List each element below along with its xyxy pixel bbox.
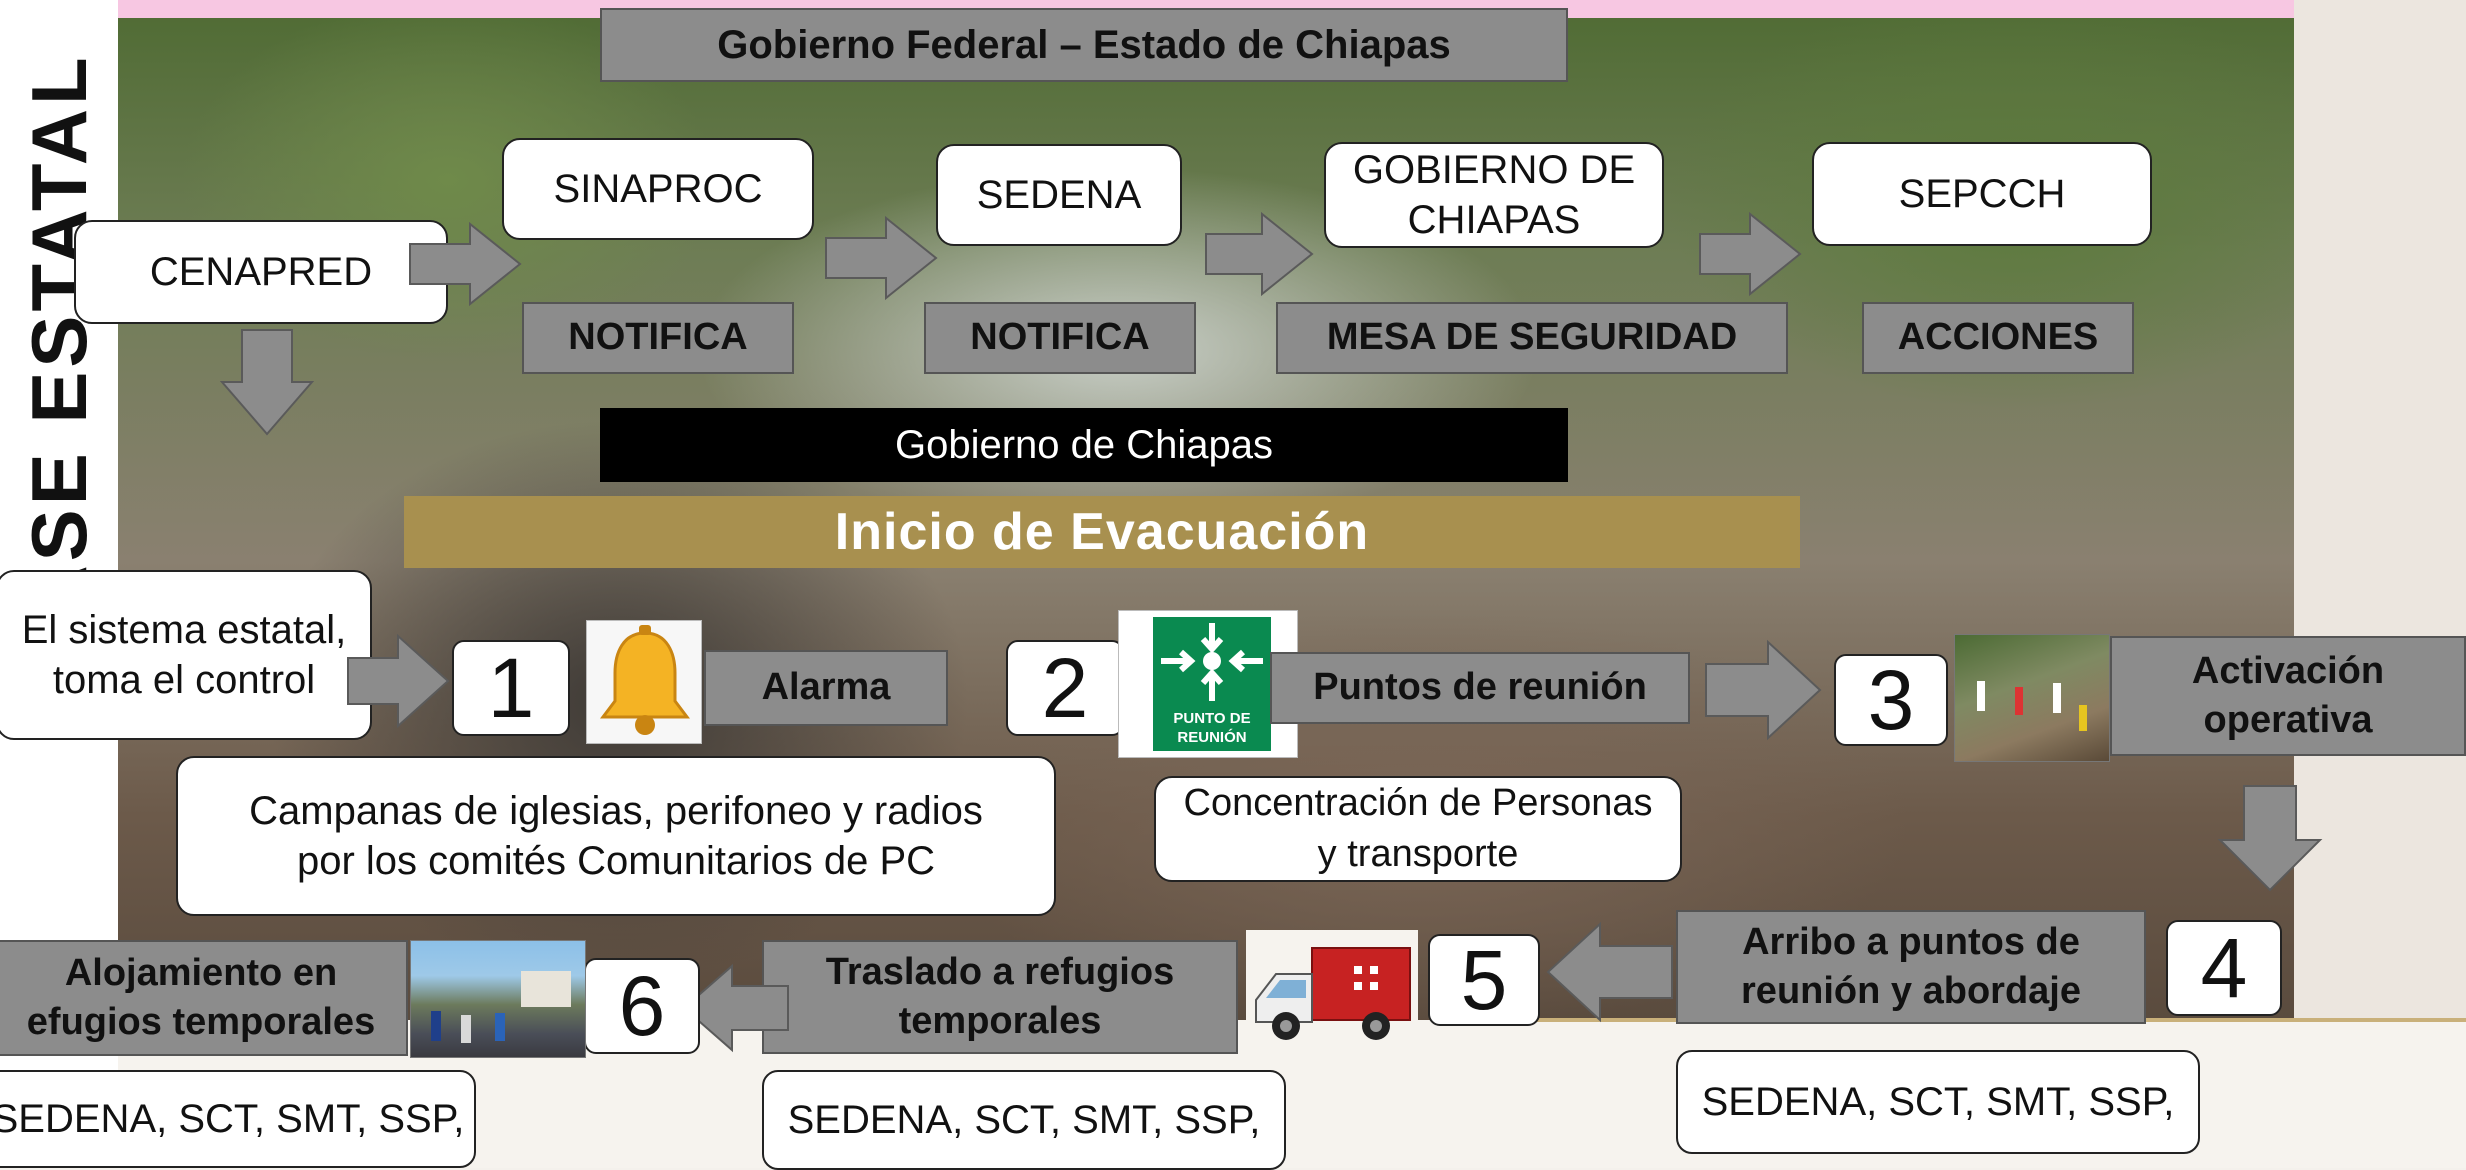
- gobierno-chiapas-banner: Gobierno de Chiapas: [600, 408, 1568, 482]
- arribo-label: Arribo a puntos de reunión y abordaje: [1676, 910, 2146, 1024]
- inicio-evacuacion-banner: Inicio de Evacuación: [404, 496, 1800, 568]
- step-number-5: 5: [1428, 933, 1540, 1027]
- step-number-6: 6: [584, 958, 700, 1054]
- bell-icon: [586, 620, 702, 744]
- notifica-label-2: NOTIFICA: [924, 302, 1196, 374]
- sedena-box: SEDENA: [936, 144, 1182, 246]
- step-number-1: 1: [452, 640, 570, 736]
- meeting-point-sign-text: PUNTO DE REUNIÓN: [1173, 710, 1251, 746]
- alojamiento-label: Alojamiento en efugios temporales: [0, 940, 408, 1056]
- control-box: El sistema estatal, toma el control: [0, 570, 372, 740]
- sepcch-box: SEPCCH: [1812, 142, 2152, 246]
- step-number-4: 4: [2166, 920, 2282, 1016]
- right-panel: [2294, 0, 2466, 1020]
- notifica-label-1: NOTIFICA: [522, 302, 794, 374]
- arrow-right-icon: [347, 633, 450, 729]
- cenapred-box: CENAPRED: [74, 220, 448, 324]
- arribo-description: SEDENA, SCT, SMT, SSP,: [1676, 1050, 2200, 1154]
- puntos-reunion-label: Puntos de reunión: [1270, 652, 1690, 724]
- acciones-label: ACCIONES: [1862, 302, 2134, 374]
- arrow-right-icon: [409, 221, 522, 307]
- arrow-left-icon: [682, 963, 789, 1053]
- alarma-label: Alarma: [704, 650, 948, 726]
- traslado-description: SEDENA, SCT, SMT, SSP,: [762, 1070, 1286, 1170]
- shelter-photo-icon: [410, 940, 586, 1058]
- traslado-label: Traslado a refugios temporales: [762, 940, 1238, 1054]
- side-label: FASE ESTATAL: [15, 53, 103, 669]
- activacion-operativa-label: Activación operativa: [2110, 636, 2466, 756]
- sinaproc-box: SINAPROC: [502, 138, 814, 240]
- step-number-2: 2: [1006, 640, 1124, 736]
- alojamiento-description: SEDENA, SCT, SMT, SSP,: [0, 1070, 476, 1168]
- arrow-right-icon: [1705, 639, 1822, 741]
- arrow-right-icon: [1205, 211, 1314, 297]
- puntos-reunion-description: Concentración de Personas y transporte: [1154, 776, 1682, 882]
- mesa-seguridad-label: MESA DE SEGURIDAD: [1276, 302, 1788, 374]
- step-number-3: 3: [1834, 653, 1948, 747]
- crowd-photo-icon: [1954, 634, 2110, 762]
- ambulance-icon: [1246, 930, 1418, 1052]
- arrow-right-icon: [1699, 211, 1802, 297]
- header-title: Gobierno Federal – Estado de Chiapas: [600, 8, 1568, 82]
- arrow-left-icon: [1546, 921, 1673, 1023]
- gobierno-chiapas-box: GOBIERNO DE CHIAPAS: [1324, 142, 1664, 248]
- alarma-description: Campanas de iglesias, perifoneo y radios…: [176, 756, 1056, 916]
- arrow-right-icon: [825, 215, 938, 301]
- arrow-down-icon: [2217, 785, 2323, 892]
- arrow-down-icon: [219, 329, 315, 436]
